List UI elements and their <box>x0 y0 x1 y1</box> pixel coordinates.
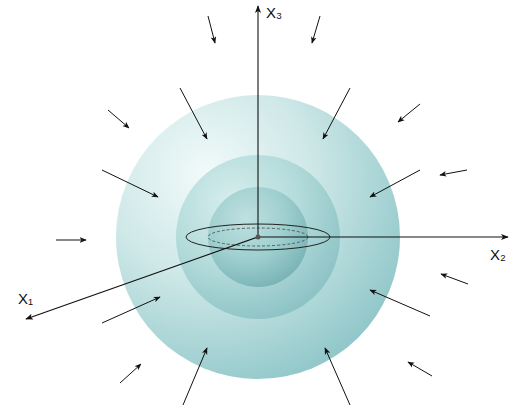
axis-label-x3: X₃ <box>264 4 284 21</box>
axis-label-x2: X₂ <box>488 246 508 263</box>
axis-label-x1: X₁ <box>16 290 35 307</box>
origin-dot <box>256 235 261 240</box>
pressure-arrows <box>56 16 468 405</box>
coordinate-axes <box>26 6 508 319</box>
